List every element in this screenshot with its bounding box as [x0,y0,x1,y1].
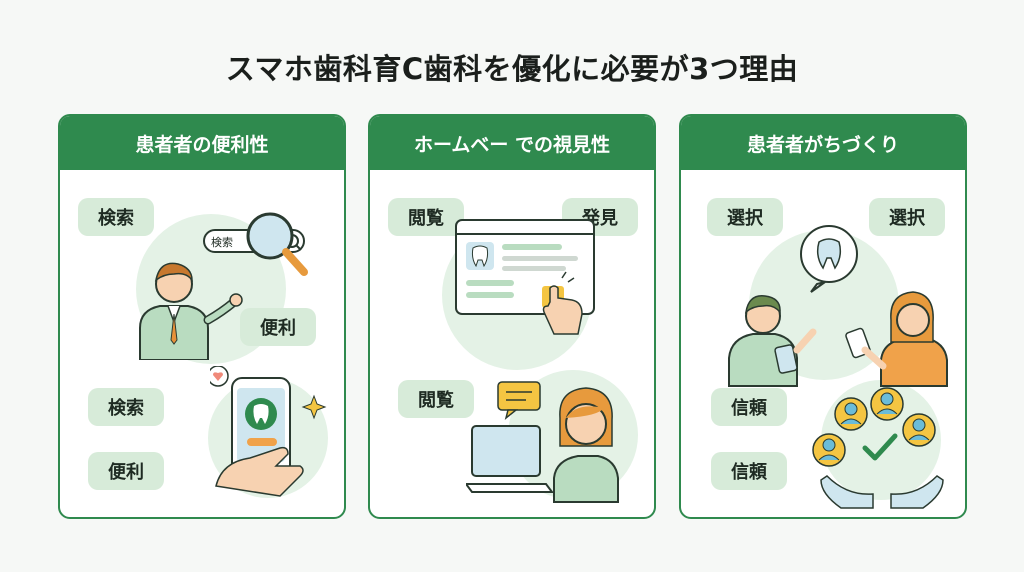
tag-convenience: 便利 [88,452,164,490]
chat-bubble-icon [497,381,541,420]
card-body: 検索 便利 検索 便利 検索 [60,170,344,517]
tag-trust: 信頼 [711,452,787,490]
card-homepage-visibility: ホームベー での視見性 閲覧 発見 閲覧 [368,114,656,519]
tag-convenience: 便利 [240,308,316,346]
checkmark-icon [862,433,898,461]
avatar [834,397,868,431]
tooth-icon [800,225,858,293]
consultation-illustration [728,225,948,387]
card-header: 患者者がちづくり [681,116,965,170]
tag-choice: 選択 [869,198,945,236]
tag-trust: 信頼 [711,388,787,426]
avatar [812,433,846,467]
search-box-text: 検索 [211,236,233,249]
avatar [902,413,936,447]
man-presenting-illustration [139,262,243,360]
trust-network-illustration [812,387,944,509]
page-title: スマホ歯科育C歯科を優化に必要が3つ理由 [225,52,799,86]
woman-laptop-illustration [466,381,619,503]
tag-browse: 閲覧 [388,198,464,236]
tag-search: 検索 [78,198,154,236]
phone-app-illustration [210,366,327,497]
search-bar-illustration [203,212,308,276]
heart-icon [210,366,229,387]
tag-browse: 閲覧 [398,380,474,418]
card-patient-relationship: 患者者がちづくり 選択 選択 信頼 信頼 [679,114,967,519]
card-patient-convenience: 患者者の便利性 検索 便利 検索 便利 検索 [58,114,346,519]
card-header: ホームベー での視見性 [370,116,654,170]
card-header: 患者者の便利性 [60,116,344,170]
avatar [870,387,904,421]
card-body: 選択 選択 信頼 信頼 [681,170,965,517]
tag-choice: 選択 [707,198,783,236]
card-body: 閲覧 発見 閲覧 [370,170,654,517]
sparkle-icon [301,394,327,420]
tag-search: 検索 [88,388,164,426]
browser-window-illustration [455,219,595,335]
